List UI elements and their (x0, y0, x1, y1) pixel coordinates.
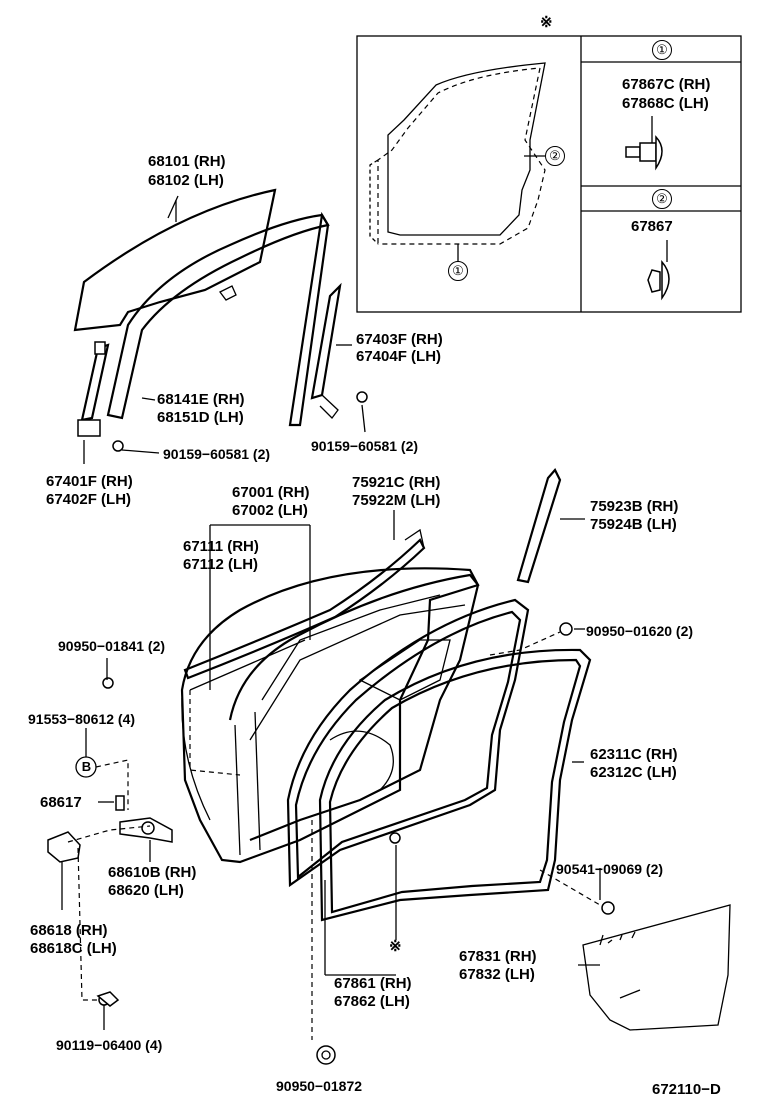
part-62312c: 62312C (LH) (590, 764, 677, 781)
part-68620: 68620 (LH) (108, 882, 184, 899)
door-check-drawing (115, 795, 173, 843)
part-67832: 67832 (LH) (459, 966, 535, 983)
part-90159-left: 90159−60581 (2) (163, 446, 271, 462)
part-67862: 67862 (LH) (334, 993, 410, 1010)
inset-marker: ※ (540, 14, 553, 31)
part-75923b: 75923B (RH) (590, 498, 679, 515)
part-68618: 68618 (RH) (30, 922, 108, 939)
inset-box (356, 35, 742, 313)
inset-clip-2-drawing (647, 240, 670, 301)
hinge-drawing (47, 831, 120, 1007)
part-90159-right: 90159−60581 (2) (311, 438, 419, 454)
part-68151d: 68151D (LH) (157, 409, 244, 426)
part-90119: 90119−06400 (4) (56, 1037, 163, 1053)
part-90541: 90541−09069 (2) (556, 861, 664, 877)
part-75921c: 75921C (RH) (352, 474, 441, 491)
part-62311c: 62311C (RH) (590, 746, 678, 763)
division-bar-left-drawing (77, 341, 124, 452)
part-68102: 68102 (LH) (148, 172, 224, 189)
part-67404f: 67404F (LH) (356, 348, 442, 365)
service-hole-cover-drawing (582, 904, 731, 1031)
door-frame-drawing (228, 573, 480, 842)
part-67868c: 67868C (LH) (622, 95, 709, 112)
part-75924b: 75924B (LH) (590, 516, 677, 533)
inset-section-2-badge: ② (652, 189, 672, 209)
inset-callout-2: ② (545, 146, 565, 166)
part-67831: 67831 (RH) (459, 948, 537, 965)
part-68141e: 68141E (RH) (157, 391, 245, 408)
part-90950-01620: 90950−01620 (2) (586, 623, 694, 639)
body-weatherstrip-drawing (318, 648, 592, 922)
part-67867c: 67867C (RH) (622, 76, 711, 93)
part-67111: 67111 (RH) (183, 538, 259, 555)
asterisk-marker: ※ (389, 938, 402, 955)
part-75922m: 75922M (LH) (352, 492, 441, 509)
circle-b-label: B (81, 759, 92, 774)
part-91553: 91553−80612 (4) (28, 711, 136, 727)
part-67001: 67001 (RH) (232, 484, 310, 501)
part-68617: 68617 (40, 794, 82, 811)
part-68101: 68101 (RH) (148, 153, 226, 170)
part-90950-01841: 90950−01841 (2) (58, 638, 166, 654)
inset-weatherstrip-drawing (369, 62, 546, 262)
part-67401f: 67401F (RH) (46, 473, 133, 490)
part-67403f: 67403F (RH) (356, 331, 443, 348)
part-67002: 67002 (LH) (232, 502, 308, 519)
part-67861: 67861 (RH) (334, 975, 412, 992)
door-weatherstrip-drawing (286, 598, 530, 888)
inset-callout-1: ① (448, 261, 468, 281)
inset-clip-1-drawing (625, 116, 663, 171)
pillar-garnish-drawing (516, 468, 562, 584)
part-67112: 67112 (LH) (183, 556, 259, 573)
diagram-code: 672110−D (652, 1081, 721, 1098)
part-90950-01872: 90950−01872 (276, 1078, 363, 1094)
run-channel-drawing (106, 211, 330, 427)
part-68618c: 68618C (LH) (30, 940, 117, 957)
belt-moulding-drawing (183, 528, 426, 680)
leader-lines (61, 195, 601, 1040)
part-67402f: 67402F (LH) (46, 491, 132, 508)
division-bar-right-drawing (310, 282, 368, 419)
part-67867: 67867 (631, 218, 673, 235)
part-68610b: 68610B (RH) (108, 864, 197, 881)
door-glass-drawing (73, 188, 277, 332)
inset-section-1-badge: ① (652, 40, 672, 60)
